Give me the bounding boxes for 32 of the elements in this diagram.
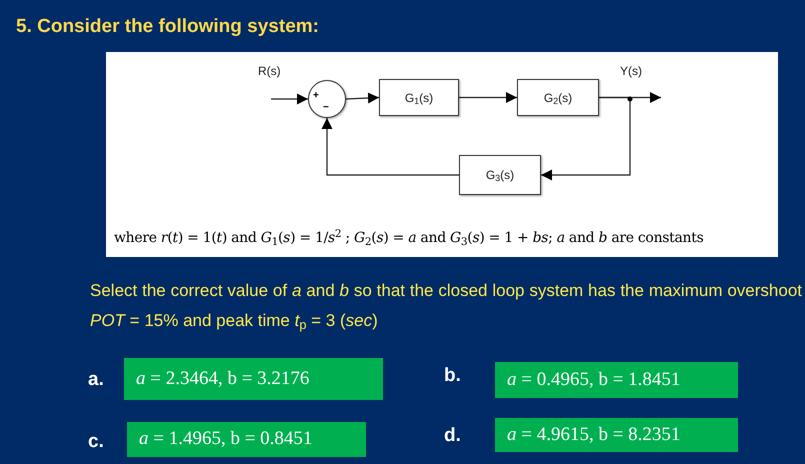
answer-text: a = 1.4965, b = 0.8451 bbox=[139, 427, 312, 452]
question-text: Select the correct value of a and b so that the closed loop system has the maximum overshoot POT = 15% and peak time t$_{p}$ = 3 (sec) bbox=[90, 280, 802, 334]
option-letter: d. bbox=[444, 424, 461, 448]
answer-text: a = 0.4965, b = 1.8451 bbox=[507, 368, 680, 392]
answer-option-box bbox=[495, 418, 738, 452]
arrow bbox=[271, 94, 308, 104]
answer-option-box bbox=[127, 422, 366, 457]
equation-text: where r(t) = 1(t) and G$_{1}$(s) = 1/s$^{2}$ ; G$_{2}$(s) = a and G$_{3}$(s) = 1 + bs; a and b are constants bbox=[114, 228, 704, 249]
signal-label: Y(s) bbox=[620, 63, 642, 80]
block-label: G$_{1}$(s) bbox=[404, 90, 434, 106]
diagram-panel bbox=[106, 52, 778, 257]
option-letter: a. bbox=[88, 368, 104, 392]
transfer-function-block bbox=[379, 79, 459, 116]
answer-option-box bbox=[495, 362, 738, 398]
block-label: G$_{3}$(s) bbox=[486, 167, 514, 184]
answer-option-box bbox=[124, 358, 383, 400]
arrow bbox=[322, 118, 459, 176]
answer-text: a = 4.9615, b = 8.2351 bbox=[507, 422, 680, 447]
option-letter: b. bbox=[444, 364, 461, 388]
arrow bbox=[541, 96, 631, 180]
arrow bbox=[459, 92, 517, 103]
summing-junction bbox=[308, 80, 346, 118]
title: 5. Consider the following system: bbox=[16, 15, 319, 39]
transfer-function-block bbox=[517, 79, 599, 116]
signal-label: R(s) bbox=[258, 63, 281, 80]
option-letter: c. bbox=[88, 430, 104, 454]
plus-sign: + bbox=[313, 91, 319, 101]
block-label: G$_{2}$(s) bbox=[544, 90, 572, 106]
answer-text: a = 2.3464, b = 3.2176 bbox=[136, 366, 310, 391]
arrow bbox=[346, 92, 380, 104]
minus-sign: − bbox=[323, 103, 329, 113]
transfer-function-block bbox=[459, 155, 541, 195]
